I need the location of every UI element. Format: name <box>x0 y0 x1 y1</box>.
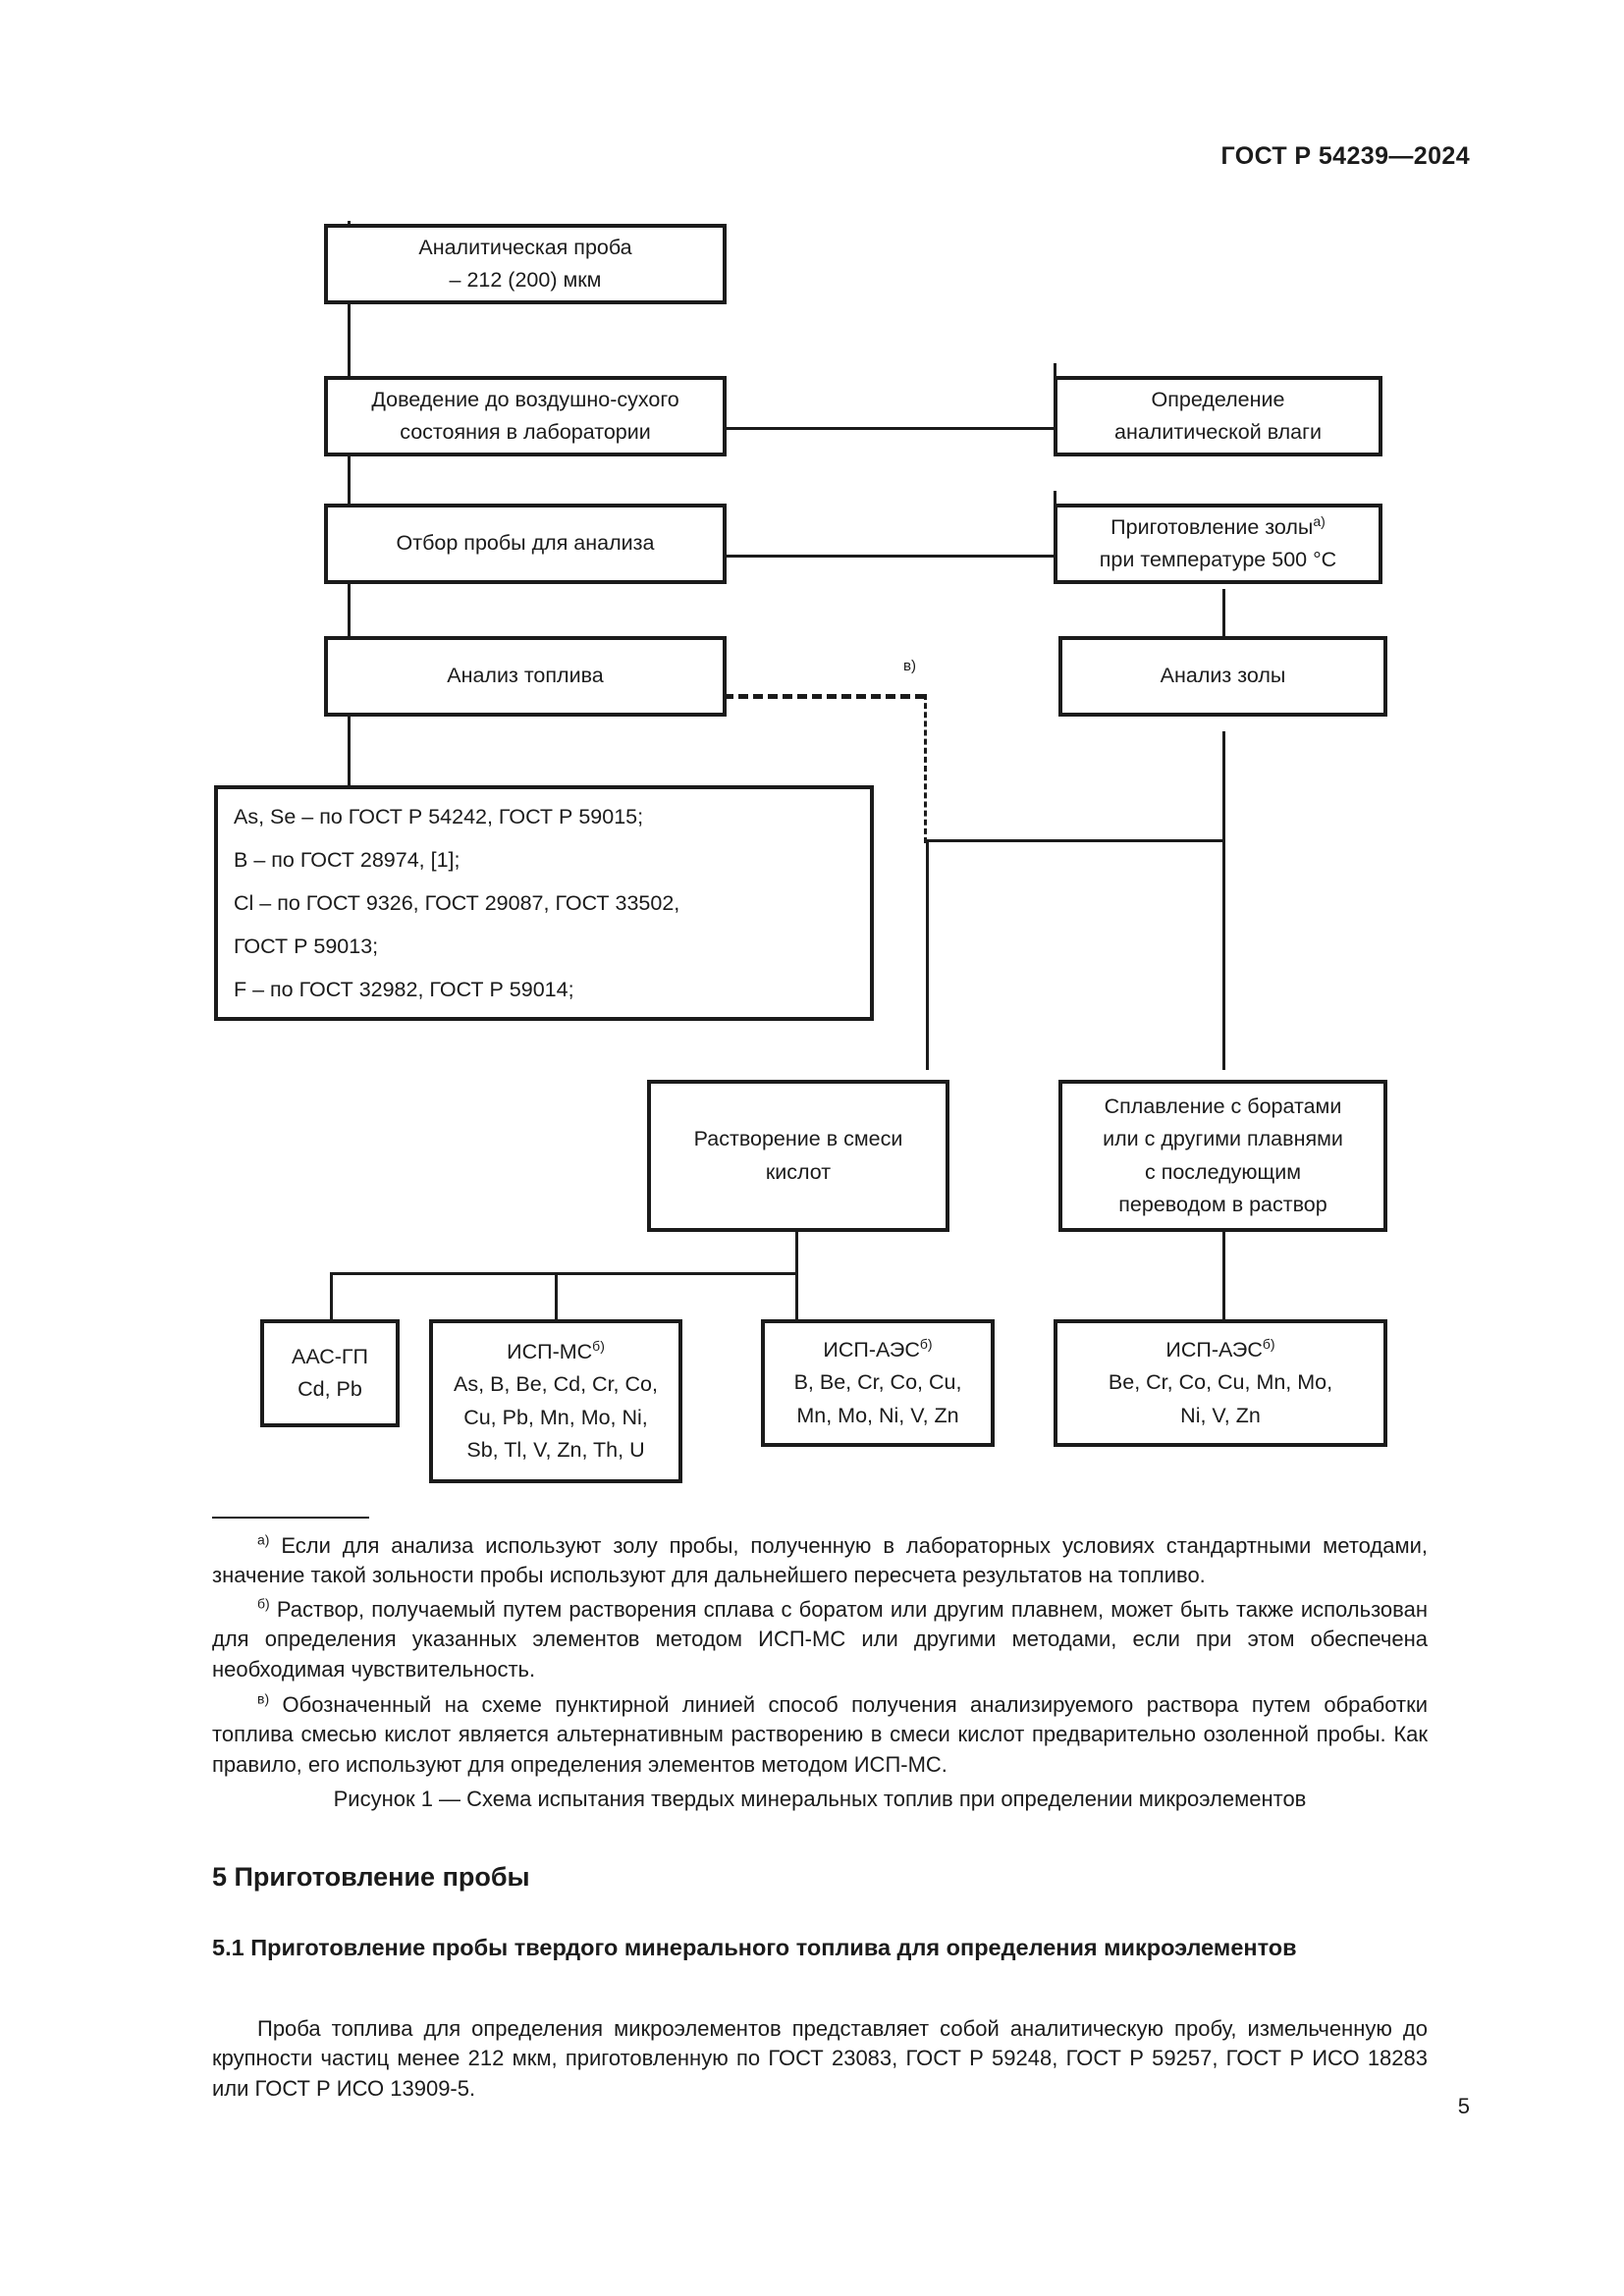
connector-methods-bus <box>330 1272 797 1275</box>
method-name: ИСП-МС <box>507 1339 593 1363</box>
connector-airdry-to-moisture <box>722 427 1056 430</box>
footnote-v-text: Обозначенный на схеме пунктирной линией … <box>212 1692 1428 1777</box>
method-elements: Be, Cr, Co, Cu, Mn, Mo, <box>1108 1370 1333 1395</box>
footnote-separator-rule <box>212 1517 369 1519</box>
box-air-dry-label: Доведение до воздушно-сухого состояния в… <box>371 387 679 444</box>
method-name-row: ИСП-МСб) <box>454 1336 658 1368</box>
method-elements: Sb, Tl, V, Zn, Th, U <box>466 1437 645 1462</box>
method-aas-content: ААС-ГП Cd, Pb <box>292 1341 368 1407</box>
connector-bus-to-icpms <box>555 1272 558 1319</box>
connector-sampling-to-ashprep <box>722 555 1056 558</box>
box-borate-fusion: Сплавление с боратами или с другими плав… <box>1058 1080 1387 1232</box>
footnote-a: а) Если для анализа используют золу проб… <box>212 1531 1428 1591</box>
box-fuel-analysis-label: Анализ топлива <box>447 664 604 688</box>
footnote-b-paragraph: б) Раствор, получаемый путем растворения… <box>212 1595 1428 1684</box>
box-ash-preparation-line2: при температуре 500 °C <box>1099 548 1337 571</box>
box-analytical-sample: Аналитическая проба – 212 (200) мкм <box>324 224 727 304</box>
footnote-marker-a: а) <box>1313 512 1326 529</box>
box-air-dry-conditioning: Доведение до воздушно-сухого состояния в… <box>324 376 727 456</box>
connector-bus-to-aas <box>330 1272 333 1319</box>
box-borate-fusion-label: Сплавление с боратами или с другими плав… <box>1103 1094 1343 1216</box>
footnote-a-paragraph: а) Если для анализа используют золу проб… <box>212 1531 1428 1591</box>
connector-dissolution-down <box>795 1230 798 1274</box>
method-elements: Cd, Pb <box>298 1377 362 1401</box>
box-fuel-analysis: Анализ топлива <box>324 636 727 717</box>
box-sampling-for-analysis: Отбор пробы для анализа <box>324 504 727 584</box>
section-5-1-paragraph: Проба топлива для определения микроэлеме… <box>212 2016 1428 2101</box>
connector-dissolution-feed <box>926 839 929 1070</box>
method-icpms-content: ИСП-МСб) As, B, Be, Cd, Cr, Co, Cu, Pb, … <box>454 1336 658 1467</box>
method-name-row: ИСП-АЭСб) <box>1109 1334 1332 1366</box>
method-elements: Cu, Pb, Mn, Mo, Ni, <box>463 1405 648 1429</box>
connector-ashprep-to-ashanalysis <box>1222 589 1225 667</box>
box-moisture-determination: Определение аналитической влаги <box>1054 376 1382 456</box>
box-ash-preparation-label: Приготовление золыа) при температуре 500… <box>1100 511 1336 577</box>
footnote-v-paragraph: в) Обозначенный на схеме пунктирной лини… <box>212 1690 1428 1780</box>
box-ash-analysis: Анализ золы <box>1058 636 1387 717</box>
box-fuel-standards-list: As, Se – по ГОСТ Р 54242, ГОСТ Р 59015; … <box>214 785 874 1021</box>
method-name: ААС-ГП <box>292 1344 368 1368</box>
connector-ash-to-dissolution <box>926 839 1225 842</box>
footnote-marker-b: б) <box>919 1335 933 1352</box>
method-name-row: ИСП-АЭСб) <box>794 1334 962 1366</box>
footnote-a-text: Если для анализа используют золу пробы, … <box>212 1533 1428 1588</box>
figure-1-caption: Рисунок 1 — Схема испытания твердых мине… <box>333 1787 1307 1811</box>
footnote-marker-b: б) <box>592 1337 605 1354</box>
box-ash-preparation-line1: Приготовление золы <box>1110 514 1314 539</box>
standards-line: ГОСТ Р 59013; <box>234 934 379 959</box>
dashed-route-footnote-marker: в) <box>903 658 916 674</box>
standards-line: Cl – по ГОСТ 9326, ГОСТ 29087, ГОСТ 3350… <box>234 890 680 915</box>
subsection-5-1-heading: 5.1 Приготовление пробы твердого минерал… <box>212 1935 1297 1960</box>
footnote-marker-a: а) <box>257 1531 270 1548</box>
box-analytical-sample-label: Аналитическая проба – 212 (200) мкм <box>418 235 632 292</box>
method-elements: B, Be, Cr, Co, Cu, <box>793 1370 962 1395</box>
standards-line: B – по ГОСТ 28974, [1]; <box>234 847 460 872</box>
figure-1-flowchart: в) Аналитическая проба – 212 (200) мкм Д… <box>214 221 1387 1483</box>
box-method-icp-ms: ИСП-МСб) As, B, Be, Cd, Cr, Co, Cu, Pb, … <box>429 1319 682 1483</box>
method-elements: As, B, Be, Cd, Cr, Co, <box>454 1372 658 1397</box>
box-acid-dissolution: Растворение в смеси кислот <box>647 1080 949 1232</box>
page-number: 5 <box>1457 2094 1470 2118</box>
box-method-icp-aes-fusion: ИСП-АЭСб) Be, Cr, Co, Cu, Mn, Mo, Ni, V,… <box>1054 1319 1387 1447</box>
footnote-v: в) Обозначенный на схеме пунктирной лини… <box>212 1690 1428 1780</box>
section-5-1-body: Проба топлива для определения микроэлеме… <box>212 2014 1428 2104</box>
connector-bus-to-icpaes1 <box>795 1272 798 1319</box>
standards-line: F – по ГОСТ 32982, ГОСТ Р 59014; <box>234 978 574 1002</box>
connector-fusion-to-icpaes2 <box>1222 1230 1225 1319</box>
box-moisture-label: Определение аналитической влаги <box>1114 387 1322 444</box>
standards-line: As, Se – по ГОСТ Р 54242, ГОСТ Р 59015; <box>234 804 644 828</box>
method-elements: Mn, Mo, Ni, V, Zn <box>796 1403 959 1427</box>
connector-sampling-to-fuel <box>348 501 351 667</box>
footnote-marker-v: в) <box>257 1690 270 1707</box>
box-ash-analysis-label: Анализ золы <box>1160 664 1286 688</box>
dashed-connector-vertical <box>924 694 927 843</box>
box-sampling-label: Отбор пробы для анализа <box>396 531 655 556</box>
method-icpaes-fusion-content: ИСП-АЭСб) Be, Cr, Co, Cu, Mn, Mo, Ni, V,… <box>1109 1334 1332 1432</box>
box-ash-preparation: Приготовление золыа) при температуре 500… <box>1054 504 1382 584</box>
section-5-heading: 5 Приготовление пробы <box>212 1862 530 1892</box>
footnote-marker-b: б) <box>257 1595 270 1612</box>
footnote-marker-b: б) <box>1262 1335 1275 1352</box>
footnote-b: б) Раствор, получаемый путем растворения… <box>212 1595 1428 1684</box>
box-method-icp-aes-acid: ИСП-АЭСб) B, Be, Cr, Co, Cu, Mn, Mo, Ni,… <box>761 1319 995 1447</box>
method-icpaes-acid-content: ИСП-АЭСб) B, Be, Cr, Co, Cu, Mn, Mo, Ni,… <box>794 1334 962 1432</box>
page-header-standard-id: ГОСТ Р 54239—2024 <box>1220 142 1470 170</box>
connector-ashanalysis-down <box>1222 731 1225 1070</box>
box-method-aas-gp: ААС-ГП Cd, Pb <box>260 1319 400 1427</box>
dashed-connector-horizontal <box>724 694 925 699</box>
box-acid-dissolution-label: Растворение в смеси кислот <box>693 1127 903 1184</box>
footnote-b-text: Раствор, получаемый путем растворения сп… <box>212 1597 1428 1682</box>
method-elements: Ni, V, Zn <box>1180 1403 1261 1427</box>
method-name: ИСП-АЭС <box>823 1338 920 1362</box>
standards-list: As, Se – по ГОСТ Р 54242, ГОСТ Р 59015; … <box>234 795 679 1011</box>
method-name: ИСП-АЭС <box>1165 1338 1263 1362</box>
